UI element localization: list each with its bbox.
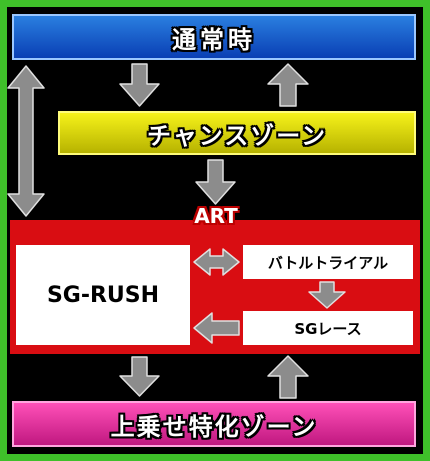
arrow-race-to-rush [193, 312, 240, 344]
arrow-art-to-uwanose [119, 356, 160, 397]
arrow-battle-to-race [308, 281, 346, 309]
sg-race-box: SGレース [243, 311, 413, 345]
sg-rush-label: SG-RUSH [46, 282, 160, 308]
sg-rush-box: SG-RUSH [16, 245, 190, 345]
arrow-normal-art-bidirectional [7, 65, 45, 217]
normal-state-box: 通常時 [12, 14, 416, 60]
arrow-uwanose-to-art [267, 355, 309, 399]
normal-state-label: 通常時 [172, 25, 256, 54]
uwanose-zone-box: 上乗せ特化ゾーン [12, 401, 416, 447]
battle-trial-label: バトルトライアル [267, 253, 389, 272]
battle-trial-box: バトルトライアル [243, 245, 413, 279]
arrow-chance-to-normal [267, 63, 309, 107]
arrow-chance-to-art [195, 159, 236, 205]
sg-race-label: SGレース [294, 319, 362, 338]
chance-zone-box: チャンスゾーン [58, 111, 416, 155]
arrow-rush-battle-bidirectional [193, 248, 240, 276]
arrow-normal-to-chance [119, 63, 160, 107]
uwanose-zone-label: 上乗せ特化ゾーン [110, 412, 318, 441]
art-label: ART [194, 204, 238, 228]
chance-zone-label: チャンスゾーン [146, 121, 328, 150]
